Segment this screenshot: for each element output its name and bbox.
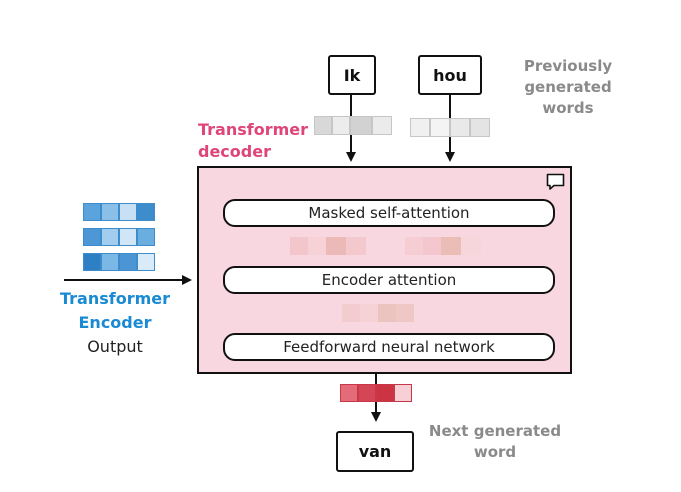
- encoder-attention-layer: Encoder attention: [223, 266, 555, 294]
- masked-self-attention-layer: Masked self-attention: [223, 199, 555, 227]
- encoder-vector-3: [83, 253, 155, 271]
- next-word-label: Next generated word: [428, 422, 562, 461]
- embedding-vector-ik: [314, 116, 392, 135]
- feedforward-layer: Feedforward neural network: [223, 333, 555, 361]
- input-word-ik: Ik: [328, 55, 376, 95]
- intermediate-vector-3: [342, 304, 414, 322]
- decoder-label: Transformer decoder: [198, 120, 309, 161]
- embedding-vector-hou: [410, 118, 490, 137]
- comment-icon: [546, 173, 565, 190]
- intermediate-vector-1: [290, 237, 366, 255]
- previous-words-label: Previously generated words: [523, 57, 613, 117]
- encoder-vector-1: [83, 203, 155, 221]
- encoder-output-label: Transformer Encoder Output: [59, 289, 170, 356]
- output-word-van: van: [336, 431, 414, 472]
- output-vector: [340, 384, 412, 402]
- encoder-vector-2: [83, 228, 155, 246]
- input-word-hou: hou: [418, 55, 482, 95]
- intermediate-vector-2: [405, 237, 481, 255]
